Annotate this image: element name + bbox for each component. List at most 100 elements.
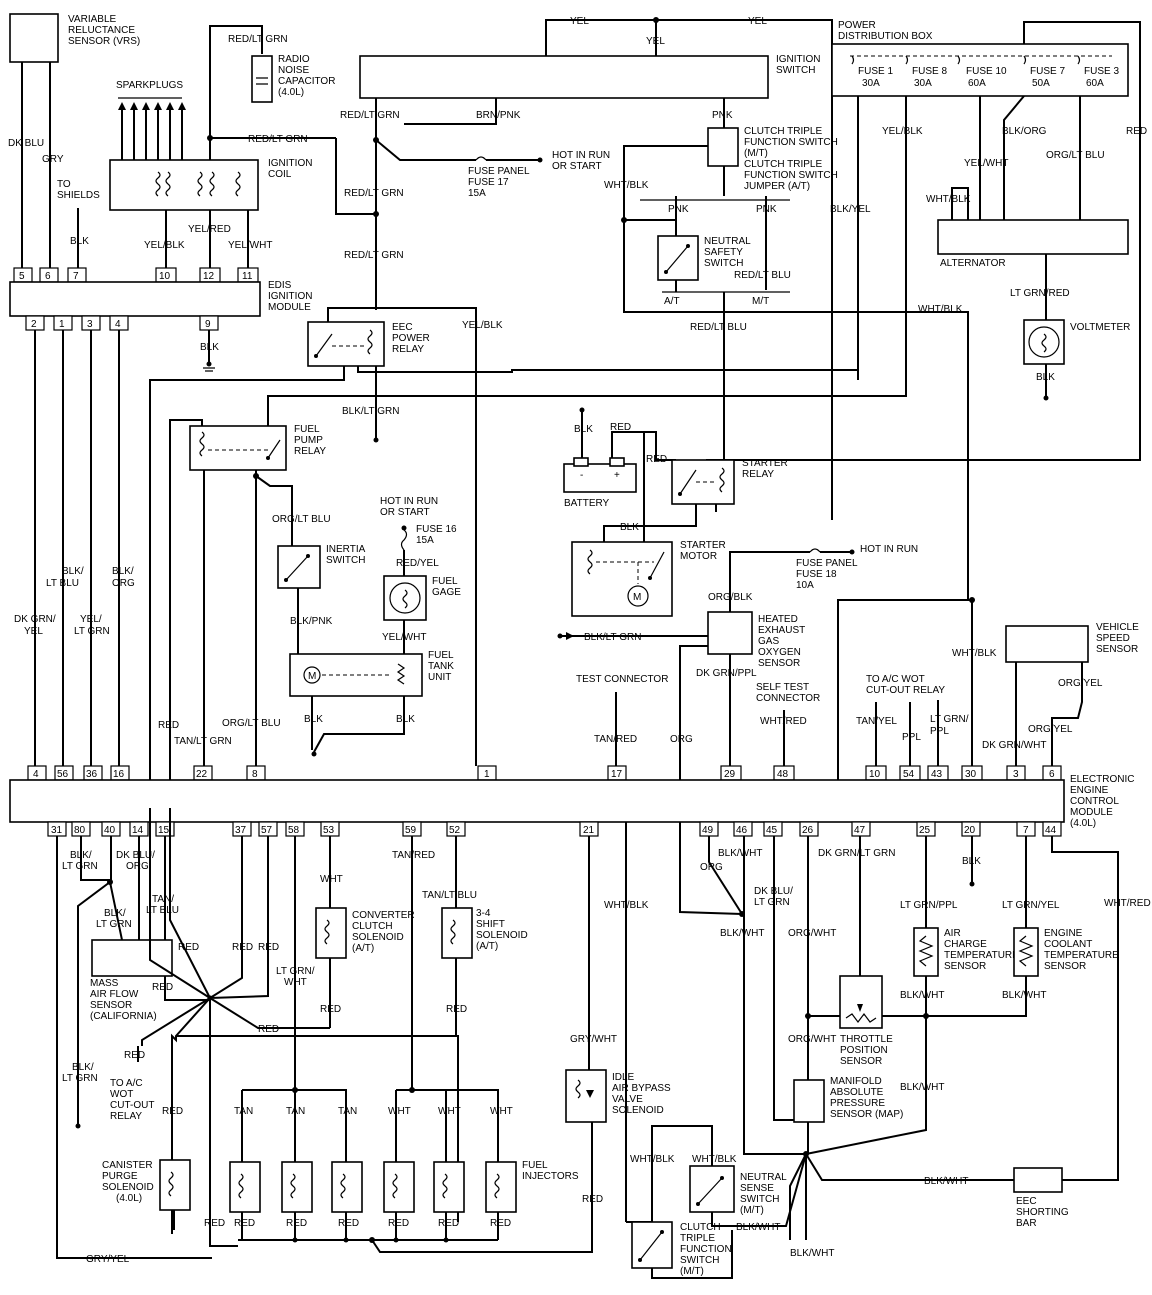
wire-label: RED/LT GRN (228, 34, 288, 45)
eec-shorting-bar-box (1013, 1167, 1063, 1193)
motor-letter: M (308, 671, 316, 682)
wire-label: BLK/WHT (720, 928, 764, 939)
wire-label: YEL (748, 16, 767, 27)
pin-label: 31 (51, 825, 63, 836)
wire-label: ORG (700, 862, 723, 873)
wire-label: RED (388, 1218, 409, 1229)
wire-label: DK BLU/LT GRN (754, 886, 793, 908)
wire-label: TAN/YEL (856, 716, 897, 727)
wire-label: YEL (646, 36, 665, 47)
wire-label: BLK/WHT (900, 1082, 944, 1093)
pin-label: 20 (964, 825, 976, 836)
wire-label: YEL/WHT (964, 158, 1008, 169)
fuse-rating: 50A (1032, 78, 1050, 89)
wire-label: BLK/LT GRN (96, 908, 132, 930)
wire-label: WHT (320, 874, 343, 885)
wire-label: RED/LT GRN (248, 134, 308, 145)
pin-label: 16 (113, 769, 125, 780)
wire-label: BLK (962, 856, 981, 867)
wire-label: BLK (396, 714, 415, 725)
wire-label: ORG/YEL (1058, 678, 1103, 689)
eec-power-relay-box (307, 321, 385, 367)
pin-label: 22 (196, 769, 208, 780)
wire-label: DK GRN/PPL (696, 668, 757, 679)
wire-label: GRY/YEL (86, 1254, 130, 1265)
fuse-rating: 60A (968, 78, 986, 89)
wire-label: PNK (756, 204, 777, 215)
pin-label: 37 (235, 825, 247, 836)
pin-label: 7 (73, 271, 79, 282)
wire-label: RED (610, 422, 631, 433)
fuse-label: FUSE 3 (1084, 66, 1119, 77)
wire-label: WHT/RED (760, 716, 807, 727)
wire-label: WHT/RED (1104, 898, 1151, 909)
battery-minus: - (580, 470, 583, 481)
wire-label: RED (158, 720, 179, 731)
capacitor-box (251, 55, 273, 103)
wire-label: BLK/WHT (718, 848, 762, 859)
wire-label: WHT/BLK (952, 648, 997, 659)
wire-label: WHT (388, 1106, 411, 1117)
pin-label: 5 (19, 271, 25, 282)
wire-label: RED (286, 1218, 307, 1229)
edis-top-pins: 5 6 7 10 12 11 (13, 267, 259, 283)
fuse-rating: 30A (914, 78, 932, 89)
pin-label: 6 (45, 271, 51, 282)
wire-label: RED/LT GRN (344, 188, 404, 199)
wire-label: WHT/BLK (630, 1154, 675, 1165)
fuel-pump-relay-box (189, 425, 287, 471)
tps-box (839, 975, 883, 1029)
wire-label: A/T (664, 296, 680, 307)
wire-label: BLK (620, 522, 639, 533)
wire-label: TAN/LT BLU (146, 894, 179, 916)
fuse-label: FUSE 8 (912, 66, 947, 77)
wire-label: TAN/LT GRN (174, 736, 232, 747)
wire-label: RED/LT GRN (340, 110, 400, 121)
wire-label: RED (338, 1218, 359, 1229)
edis-bottom-pins: 2 1 3 4 9 (25, 315, 219, 331)
wire-label: YEL/RED (188, 224, 231, 235)
wire-label: YEL/BLK (462, 320, 503, 331)
pin-label: 48 (777, 769, 789, 780)
wire-label: DK GRN/WHT (982, 740, 1046, 751)
wire-label: RED (162, 1106, 183, 1117)
wire-label: BLK/LT BLU (46, 566, 84, 589)
wire-label: ORG/LT BLU (1046, 150, 1105, 161)
fuse-rating: 30A (862, 78, 880, 89)
wire-label: TAN/RED (392, 850, 435, 861)
pin-label: 52 (449, 825, 461, 836)
wire-label: ORG/WHT (788, 928, 836, 939)
wire-label: LT GRN/PPL (930, 714, 969, 737)
pin-label: 30 (965, 769, 977, 780)
pin-label: 2 (31, 319, 37, 330)
wire-label: RED (1126, 126, 1147, 137)
pin-label: 15 (158, 825, 170, 836)
canister-purge-box (159, 1159, 191, 1211)
motor-icon (627, 585, 649, 607)
wire-label: BLK/PNK (290, 616, 333, 627)
shift-solenoid-box (441, 907, 473, 959)
wire-label: BLK/LT GRN (62, 1062, 98, 1084)
pin-label: 3 (1013, 769, 1019, 780)
wire-label: ORG/WHT (788, 1034, 836, 1045)
maf-box (91, 939, 173, 977)
wire-label: PNK (712, 110, 733, 121)
wire-label: BLK/WHT (736, 1222, 780, 1233)
wire-label: GRY (42, 154, 64, 165)
wire-label: RED (234, 1218, 255, 1229)
